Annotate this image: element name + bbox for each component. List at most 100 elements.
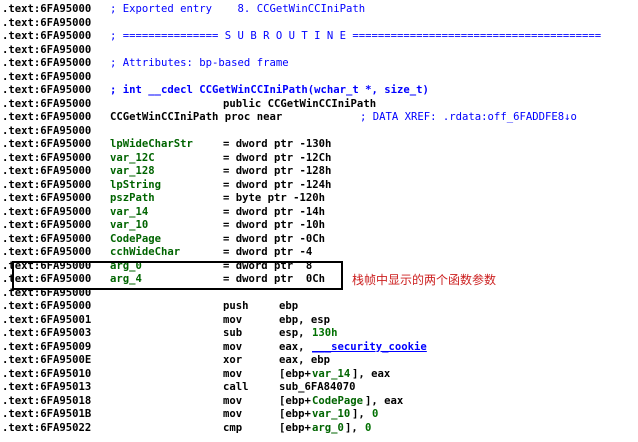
line-address: .text:6FA95001 — [2, 313, 92, 326]
line-address: .text:6FA95000 — [2, 84, 92, 96]
line-token: push — [223, 300, 249, 312]
line-token: cmp — [223, 421, 243, 434]
line-token: ebp — [279, 300, 299, 312]
line-token[interactable]: pszPath — [110, 192, 155, 204]
listing-line[interactable]: .text:6FA95001 mov ebp, esp — [2, 314, 636, 328]
argument-highlight-box — [12, 261, 343, 290]
listing-line[interactable]: .text:6FA95000 var_128 = dword ptr -128h — [2, 165, 636, 179]
line-address: .text:6FA95000 — [2, 57, 92, 69]
listing-line[interactable]: .text:6FA95000 — [2, 125, 636, 139]
line-token[interactable]: var_10 — [312, 408, 351, 420]
line-token: ; DATA XREF: .rdata:off_6FADDFE8↓o — [360, 111, 577, 123]
line-token: [ebp+ — [279, 408, 311, 420]
line-address: .text:6FA95000 — [2, 16, 92, 29]
listing-line[interactable]: .text:6FA9500E xor eax, ebp — [2, 354, 636, 368]
line-token[interactable]: cchWideChar — [110, 246, 181, 258]
line-token: ebp, esp — [279, 313, 331, 326]
line-address: .text:6FA95000 — [2, 219, 92, 231]
line-token: esp, — [279, 327, 311, 339]
line-address: .text:6FA95013 — [2, 381, 92, 393]
listing-line[interactable]: .text:6FA95000; Attributes: bp-based fra… — [2, 57, 636, 71]
line-token: = dword ptr -128h — [223, 165, 332, 177]
line-address: .text:6FA9500E — [2, 354, 92, 366]
line-token: mov — [223, 408, 243, 420]
listing-line[interactable]: .text:6FA95000 ; Exported entry 8. CCGetW… — [2, 3, 636, 17]
line-address: .text:6FA95000 — [2, 246, 92, 258]
listing-line[interactable]: .text:6FA9501B mov [ebp+var_10], 0 — [2, 408, 636, 422]
line-token: mov — [223, 367, 243, 380]
listing-line[interactable]: .text:6FA95013 call sub_6FA84070 — [2, 381, 636, 395]
line-token: public CCGetWinCCIniPath — [223, 97, 377, 110]
line-token: sub_6FA84070 — [279, 381, 356, 393]
line-address: .text:6FA95003 — [2, 327, 92, 339]
listing-line[interactable]: .text:6FA95000 ; =============== S U B R … — [2, 30, 636, 44]
line-token: = byte ptr -120h — [223, 192, 326, 204]
line-token[interactable]: CodePage — [312, 394, 364, 407]
line-token: ; =============== S U B R O U T I N E ==… — [110, 30, 602, 42]
line-token: mov — [223, 313, 243, 326]
line-address: .text:6FA95010 — [2, 367, 92, 380]
line-token: = dword ptr -10h — [223, 219, 326, 231]
line-token[interactable]: ___security_cookie — [312, 340, 427, 353]
line-token: = dword ptr -14h — [223, 205, 326, 218]
listing-line[interactable]: .text:6FA95000 CodePage = dword ptr -0Ch — [2, 233, 636, 247]
line-token: ; Exported entry 8. CCGetWinCCIniPath — [110, 3, 366, 15]
line-address: .text:6FA9501B — [2, 408, 92, 420]
line-address: .text:6FA95000 — [2, 232, 92, 245]
line-token[interactable]: lpString — [110, 178, 162, 191]
line-token: ], — [352, 408, 372, 420]
line-token[interactable]: arg_0 — [312, 421, 344, 434]
listing-line[interactable]: .text:6FA95000 — [2, 71, 636, 85]
line-token[interactable]: var_12C — [110, 151, 155, 164]
line-token: eax, — [279, 340, 311, 353]
line-token[interactable]: var_10 — [110, 219, 149, 231]
line-address: .text:6FA95000 — [2, 3, 92, 15]
line-address: .text:6FA95000 — [2, 70, 92, 83]
listing-line[interactable]: .text:6FA95000 — [2, 44, 636, 58]
listing-line[interactable]: .text:6FA95000 var_14 = dword ptr -14h — [2, 206, 636, 220]
line-token[interactable]: var_128 — [110, 165, 155, 177]
listing-line[interactable]: .text:6FA95000 push ebp — [2, 300, 636, 314]
annotation-note: 栈帧中显示的两个函数参数 — [352, 273, 497, 287]
line-token: = dword ptr -12Ch — [223, 151, 332, 164]
line-address: .text:6FA95000 — [2, 205, 92, 218]
line-token: call — [223, 381, 249, 393]
line-token[interactable]: lpWideCharStr — [110, 138, 193, 150]
line-address: .text:6FA95000 — [2, 300, 92, 312]
line-token: eax, ebp — [279, 354, 331, 366]
line-token: 0 — [372, 408, 379, 420]
disassembly-listing[interactable]: .text:6FA95000 ; Exported entry 8. CCGetW… — [2, 3, 636, 435]
line-token: xor — [223, 354, 243, 366]
line-address: .text:6FA95022 — [2, 421, 92, 434]
line-token: 0 — [365, 421, 372, 434]
line-token[interactable]: var_14 — [312, 367, 351, 380]
listing-line[interactable]: .text:6FA95000 — [2, 17, 636, 31]
listing-line[interactable]: .text:6FA95000 ; int __cdecl CCGetWinCCIn… — [2, 84, 636, 98]
line-address: .text:6FA95000 — [2, 138, 92, 150]
line-token: ; int __cdecl CCGetWinCCIniPath(wchar_t … — [110, 84, 429, 96]
line-token: = dword ptr -0Ch — [223, 232, 326, 245]
line-address: .text:6FA95000 — [2, 30, 92, 42]
line-token: mov — [223, 394, 243, 407]
line-token[interactable]: arg_4 — [110, 273, 142, 285]
line-token[interactable]: var_14 — [110, 205, 149, 218]
listing-line[interactable]: .text:6FA95000 var_10 = dword ptr -10h — [2, 219, 636, 233]
line-token: [ebp+ — [279, 394, 311, 407]
line-address: .text:6FA95000 — [2, 165, 92, 177]
line-token[interactable]: CodePage — [110, 232, 162, 245]
line-address: .text:6FA95000 — [2, 111, 92, 123]
line-address: .text:6FA95018 — [2, 394, 92, 407]
